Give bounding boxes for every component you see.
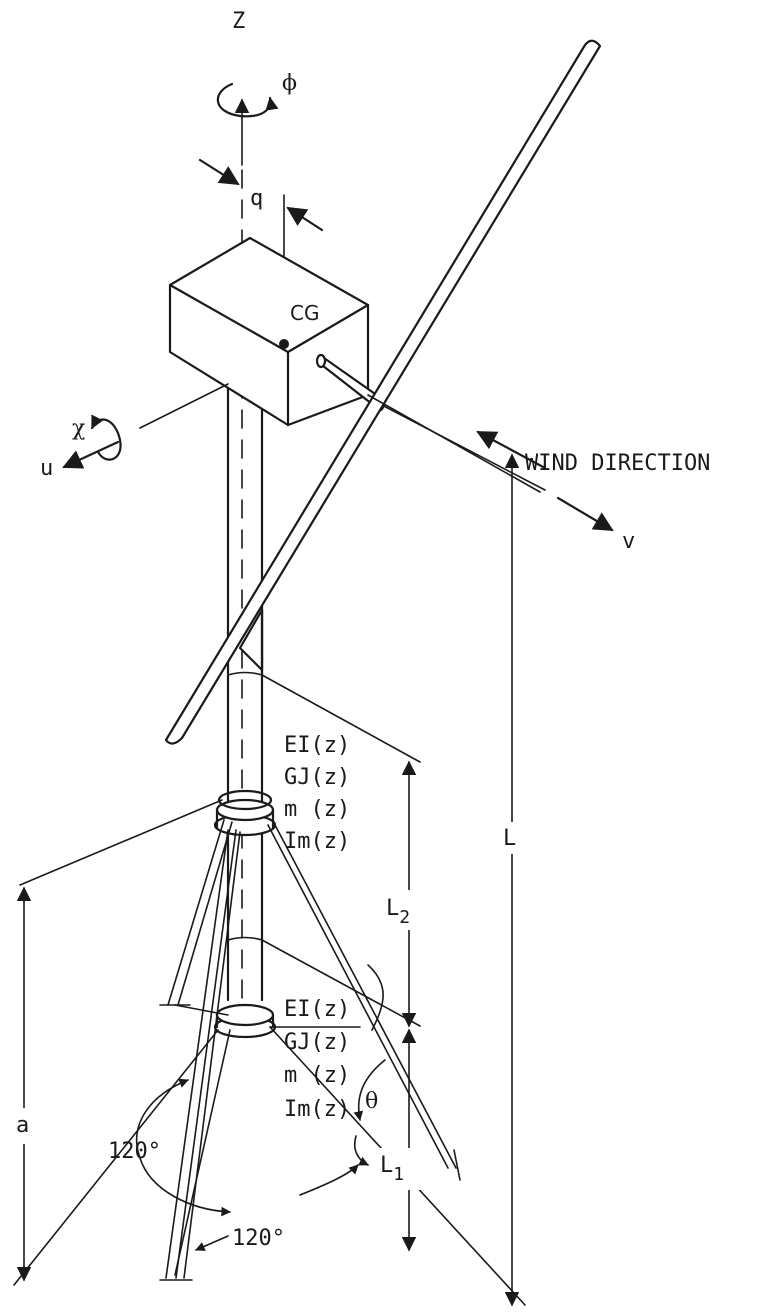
dimension-L: L — [496, 453, 530, 1307]
dimension-lines — [13, 394, 541, 1306]
chi-label: χ — [72, 416, 85, 441]
v-axis: v — [377, 402, 635, 554]
nacelle-box: CG — [168, 236, 370, 427]
phi-label: ϕ — [282, 71, 297, 96]
L-label: L — [503, 826, 516, 851]
dimension-L1: L1 — [380, 1028, 430, 1252]
upper-collar — [213, 789, 277, 837]
rotor-blade — [164, 39, 602, 745]
upper-prop-3: Im(z) — [284, 829, 350, 854]
upper-prop-1: GJ(z) — [284, 765, 350, 790]
dimension-L2: L2 — [386, 760, 432, 1028]
lower-prop-2: m (z) — [284, 1063, 350, 1088]
z-axis: Z — [232, 9, 250, 1021]
angle-bottom-label: 120° — [232, 1226, 285, 1251]
phi-rotation-arrow: ϕ — [216, 71, 297, 118]
a-label: a — [16, 1113, 29, 1138]
u-axis: u χ — [40, 383, 229, 481]
z-axis-label: Z — [232, 9, 245, 34]
cg-label: CG — [290, 301, 319, 325]
q-label: q — [250, 186, 263, 211]
wind-direction: WIND DIRECTION — [476, 430, 710, 476]
wind-direction-label: WIND DIRECTION — [525, 451, 710, 476]
u-label: u — [40, 456, 53, 481]
lower-prop-1: GJ(z) — [284, 1030, 350, 1055]
lower-prop-0: EI(z) — [284, 997, 350, 1022]
upper-prop-0: EI(z) — [284, 733, 350, 758]
dimension-a: a — [10, 886, 40, 1282]
theta-label: θ — [365, 1089, 378, 1114]
tower-shaft — [226, 368, 264, 1002]
cg-point — [279, 339, 289, 349]
lower-section-properties: EI(z) GJ(z) m (z) Im(z) — [284, 997, 350, 1122]
v-label: v — [622, 529, 635, 554]
L2-label: L2 — [386, 896, 410, 928]
base-plate — [213, 1003, 277, 1039]
upper-section-properties: EI(z) GJ(z) m (z) Im(z) — [284, 733, 350, 854]
lower-prop-3: Im(z) — [284, 1097, 350, 1122]
angle-annotations: 120° 120° — [108, 1078, 359, 1251]
upper-prop-2: m (z) — [284, 797, 350, 822]
angle-left-label: 120° — [108, 1139, 161, 1164]
theta-annotation: θ — [353, 964, 386, 1166]
L1-label: L1 — [380, 1153, 404, 1185]
